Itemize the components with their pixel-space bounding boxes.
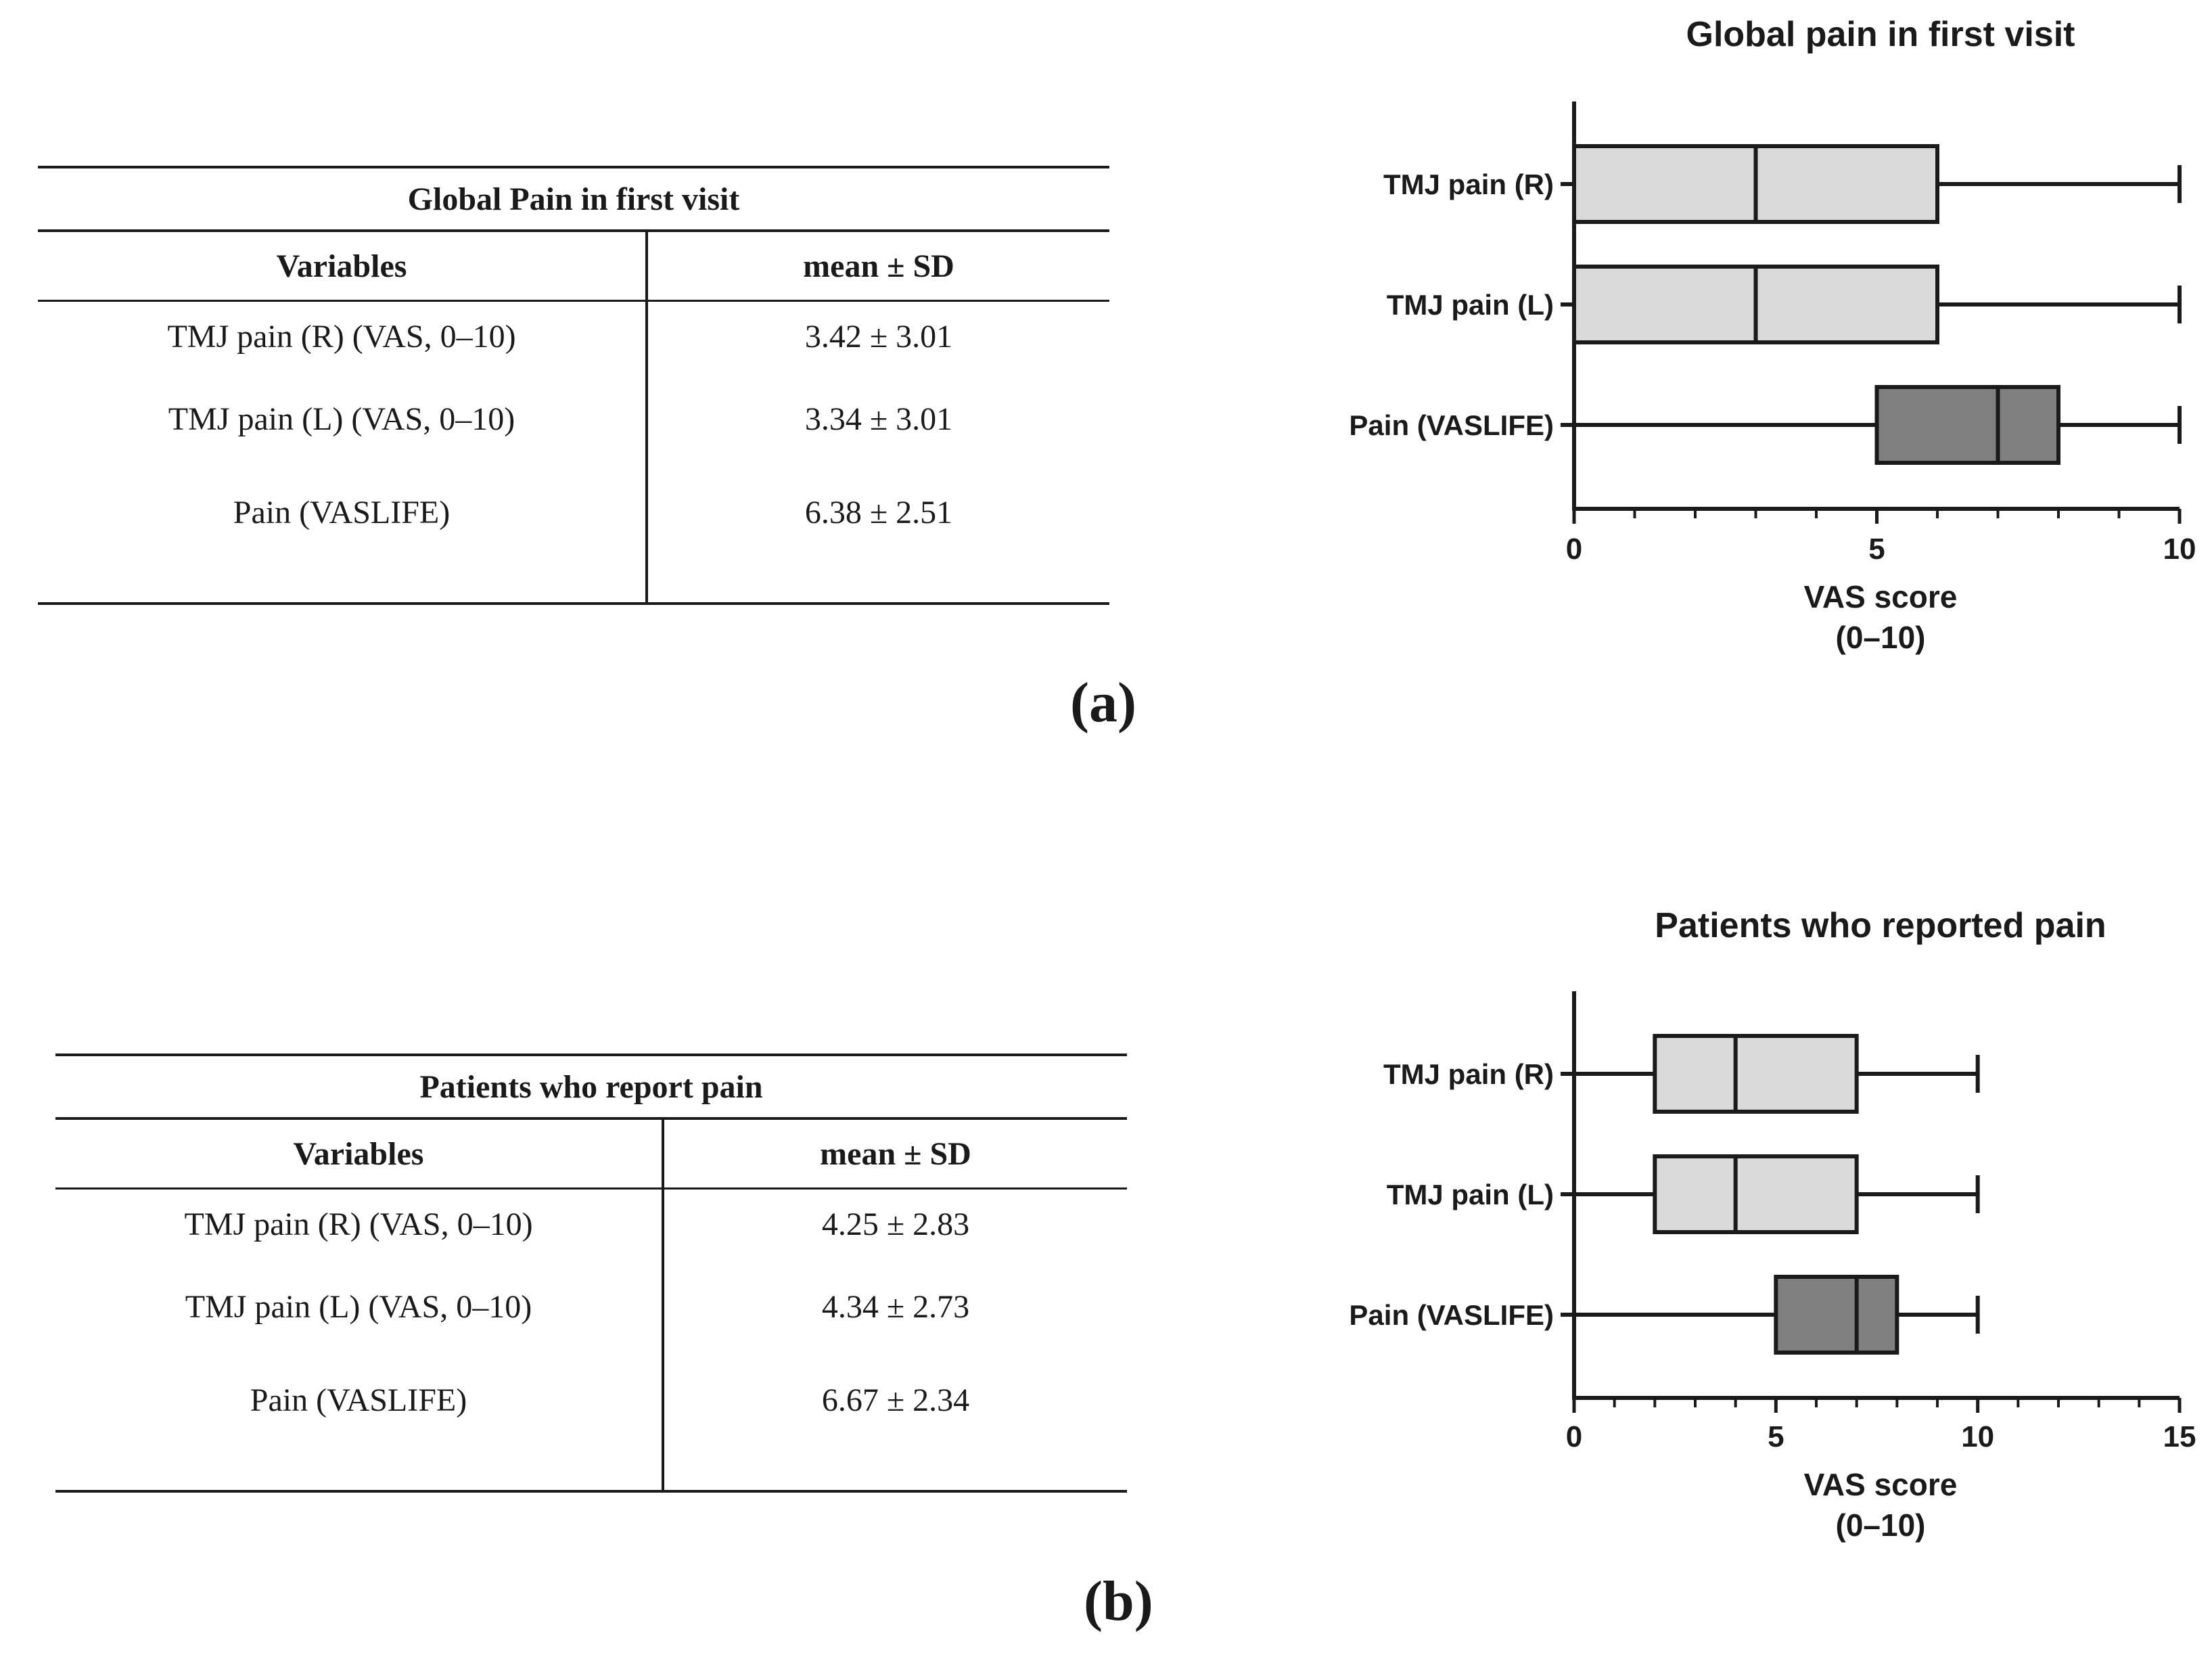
table-cell: Pain (VASLIFE) — [55, 1355, 664, 1493]
table-title: Global Pain in first visit — [38, 166, 1109, 232]
y-tick-label: Pain (VASLIFE) — [1349, 1299, 1554, 1331]
table-title: Patients who report pain — [55, 1054, 1127, 1120]
table-cell: Pain (VASLIFE) — [38, 467, 648, 605]
x-tick-label: 15 — [2163, 1420, 2196, 1453]
x-tick-label: 5 — [1868, 533, 1885, 566]
x-tick-label: 0 — [1566, 533, 1582, 566]
box — [1653, 1154, 1859, 1234]
table-cell: 6.38 ± 2.51 — [647, 467, 1109, 605]
x-axis-label: (0–10) — [1836, 620, 1926, 655]
x-axis-label: (0–10) — [1836, 1508, 1926, 1543]
box — [1874, 385, 2060, 465]
x-tick-label: 0 — [1566, 1420, 1582, 1453]
box — [1774, 1275, 1899, 1355]
column-header-mean-sd: mean ± SD — [647, 231, 1109, 302]
y-tick-label: TMJ pain (R) — [1383, 1058, 1554, 1090]
table-global-pain: Global Pain in first visit Variables mea… — [38, 166, 1109, 605]
table-row: TMJ pain (R) (VAS, 0–10) 3.42 ± 3.01 — [38, 300, 1109, 371]
table-cell: 4.25 ± 2.83 — [821, 1206, 970, 1242]
table-cell: 4.34 ± 2.73 — [821, 1288, 970, 1325]
x-tick-label: 5 — [1768, 1420, 1784, 1453]
table-cell: TMJ pain (L) (VAS, 0–10) — [38, 371, 648, 467]
table-cell: 3.42 ± 3.01 — [804, 318, 953, 355]
y-tick-label: TMJ pain (L) — [1387, 1179, 1554, 1210]
panel-label-b: (b) — [1084, 1570, 1153, 1633]
table-row: TMJ pain (R) (VAS, 0–10) 4.25 ± 2.83 — [55, 1188, 1127, 1259]
y-tick-label: Pain (VASLIFE) — [1349, 409, 1554, 441]
table-cell: 3.34 ± 3.01 — [804, 401, 953, 437]
table-cell: TMJ pain (L) (VAS, 0–10) — [55, 1259, 664, 1355]
chart-title: Global pain in first visit — [1686, 15, 2075, 54]
table-row: TMJ pain (L) (VAS, 0–10) 3.34 ± 3.01 — [38, 371, 1109, 467]
panel-label-a: (a) — [1070, 671, 1136, 734]
table-row: Pain (VASLIFE) 6.67 ± 2.34 — [55, 1355, 1127, 1493]
table-cell: 6.67 ± 2.34 — [663, 1355, 1127, 1493]
column-header-variables: Variables — [38, 231, 648, 302]
box — [1653, 1034, 1859, 1114]
y-tick-label: TMJ pain (L) — [1387, 289, 1554, 321]
x-tick-label: 10 — [2163, 533, 2196, 566]
x-axis-label: VAS score — [1804, 1467, 1958, 1502]
chart-title: Patients who reported pain — [1655, 906, 2106, 945]
table-cell: TMJ pain (R) (VAS, 0–10) — [38, 300, 648, 371]
table-row: TMJ pain (L) (VAS, 0–10) 4.34 ± 2.73 — [55, 1259, 1127, 1355]
column-header-variables: Variables — [55, 1118, 664, 1190]
table-row: Pain (VASLIFE) 6.38 ± 2.51 — [38, 467, 1109, 605]
table-cell: TMJ pain (R) (VAS, 0–10) — [55, 1188, 664, 1259]
column-header-mean-sd: mean ± SD — [663, 1118, 1127, 1190]
x-axis-label: VAS score — [1804, 579, 1958, 614]
x-tick-label: 10 — [1961, 1420, 1994, 1453]
y-tick-label: TMJ pain (R) — [1383, 168, 1554, 200]
table-patients-pain: Patients who report pain Variables mean … — [55, 1054, 1127, 1493]
